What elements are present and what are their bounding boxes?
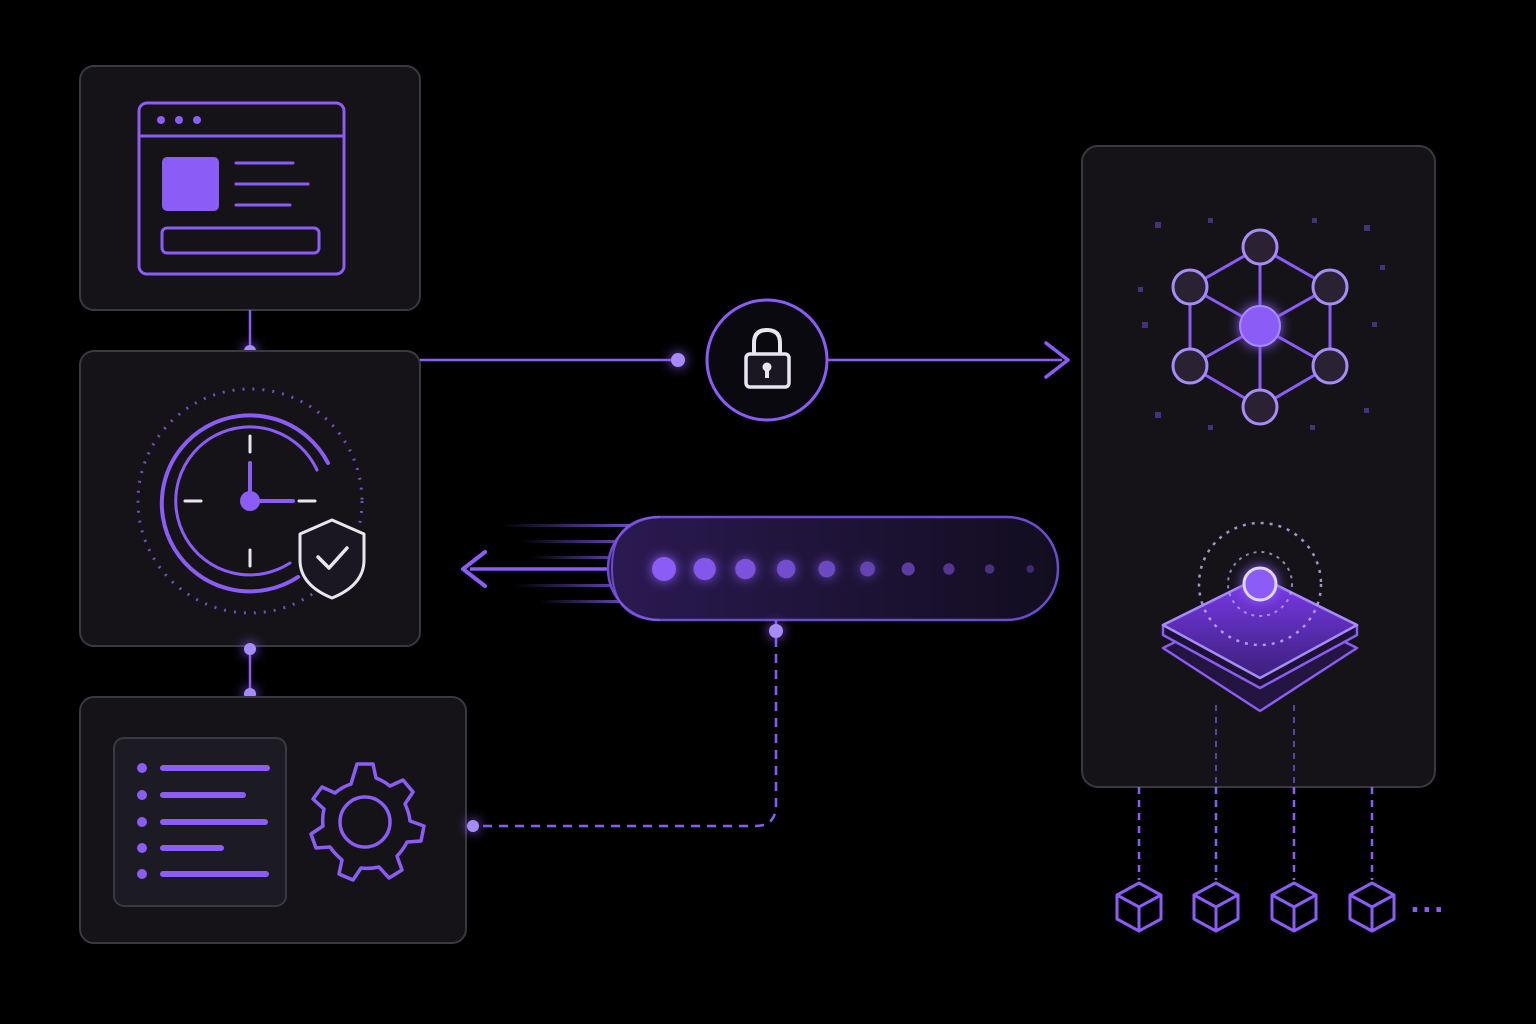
- cube-icon: [1270, 881, 1318, 933]
- app-window-panel: [79, 65, 421, 311]
- padlock-icon: [744, 327, 791, 389]
- stream-dot: [776, 559, 796, 579]
- stream-dot: [818, 560, 836, 578]
- more-indicator: ...: [1410, 889, 1446, 919]
- connector-vertical-bottom: [244, 643, 256, 700]
- stream-dot: [735, 558, 756, 580]
- encrypted-connection: [420, 298, 1070, 422]
- stream-dot: [693, 557, 716, 581]
- data-stream: [461, 515, 1060, 832]
- browser-window-icon: [137, 101, 346, 276]
- cube-row: [1115, 881, 1396, 933]
- clock-shield-icon: [136, 387, 366, 615]
- list-icon: [137, 763, 270, 879]
- settings-list-panel: [79, 696, 467, 944]
- stream-dot: [860, 561, 875, 577]
- stream-dot: [1026, 565, 1035, 573]
- cube-icon: [1348, 881, 1396, 933]
- stream-dot: [943, 563, 955, 575]
- cube-icon: [1192, 881, 1240, 933]
- clock-shield-panel: [79, 350, 421, 647]
- gear-icon: [309, 762, 426, 882]
- stream-dot: [984, 564, 995, 574]
- cube-connectors: [1137, 787, 1374, 880]
- layered-platform-icon: [1161, 521, 1359, 713]
- scatter-dots: [1138, 218, 1385, 430]
- connector-vertical-top: [244, 310, 256, 357]
- arrow-left-icon: [461, 550, 487, 588]
- stream-dot: [652, 557, 676, 581]
- compute-panel: [1081, 145, 1436, 788]
- stream-dot: [901, 562, 915, 576]
- cube-icon: [1115, 881, 1163, 933]
- shield-check-icon: [298, 518, 366, 600]
- arrow-right-icon: [1044, 341, 1070, 379]
- stream-dots: [652, 557, 1035, 581]
- platform-down-lines: [1215, 705, 1295, 787]
- hexagon-network-icon: [1171, 228, 1349, 426]
- motion-trails: [500, 524, 630, 603]
